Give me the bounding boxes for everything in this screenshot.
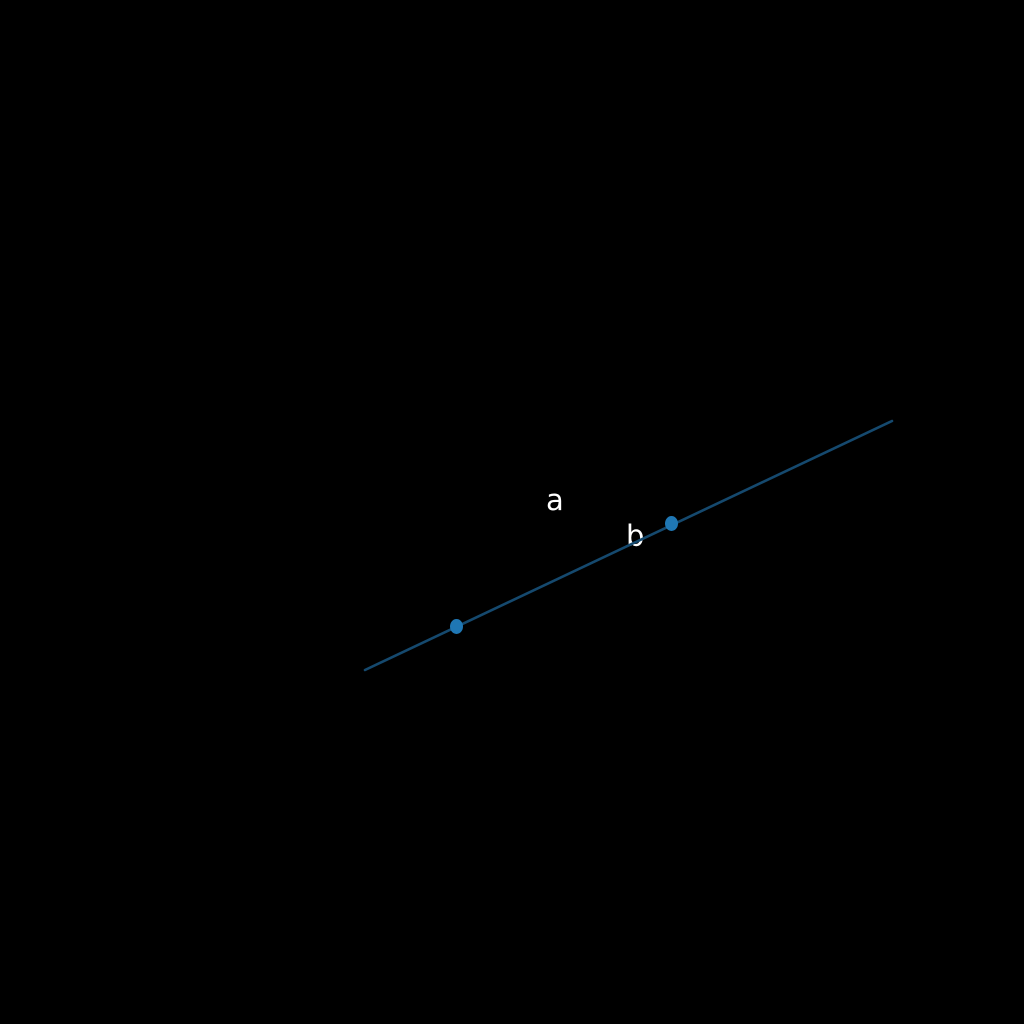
label-b: b — [626, 519, 644, 553]
point-handle-a[interactable] — [450, 619, 463, 634]
label-a: a — [546, 483, 564, 517]
point-handle-b[interactable] — [665, 516, 678, 531]
line-through-points — [363, 419, 894, 672]
